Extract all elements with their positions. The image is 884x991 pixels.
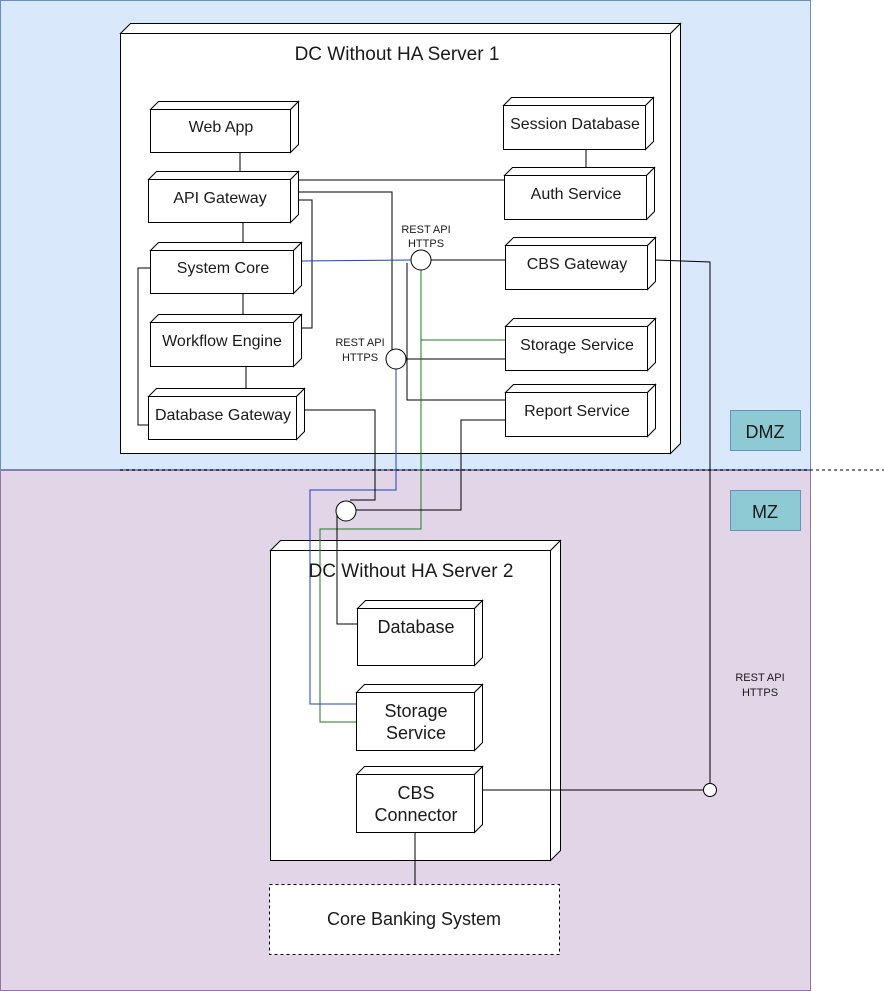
session-database-node[interactable]: Session Database (502, 96, 655, 151)
api-gateway-node[interactable]: API Gateway (147, 170, 300, 224)
core-banking-system-node[interactable]: Core Banking System (269, 884, 560, 955)
core-banking-label: Core Banking System (327, 909, 501, 929)
database-gateway-label: Database Gateway (155, 407, 291, 424)
web-app-node[interactable]: Web App (149, 100, 300, 154)
storage-service-s2-node[interactable]: Storage Service (355, 683, 484, 752)
interface-mid-line2: HTTPS (342, 352, 378, 364)
interface-top-line1: REST API (401, 224, 450, 236)
system-core-node[interactable]: System Core (149, 241, 303, 295)
cbs-gateway-label: CBS Gateway (527, 256, 627, 273)
cbs-connector-node[interactable]: CBS Connector (355, 765, 484, 834)
rest-api-interface-external[interactable]: REST API HTTPS (703, 672, 785, 797)
web-app-label: Web App (189, 119, 254, 136)
storage-service-s1-node[interactable]: Storage Service (504, 317, 657, 372)
storage-service-s2-line2: Service (386, 723, 446, 743)
database-s2-node[interactable]: Database (356, 599, 484, 667)
server2-title: DC Without HA Server 2 (309, 561, 514, 582)
mz-label: MZ (752, 502, 778, 522)
storage-service-s1-label: Storage Service (520, 337, 634, 354)
dmz-label: DMZ (746, 422, 785, 442)
connections (137, 149, 711, 884)
database-s2-label: Database (377, 617, 454, 637)
interface-lower[interactable] (335, 500, 357, 522)
interface-external-line1: REST API (735, 672, 784, 684)
workflow-engine-label: Workflow Engine (162, 333, 282, 350)
rest-api-interface-mid[interactable]: REST API HTTPS (335, 337, 407, 370)
cbs-connector-line1: CBS (397, 783, 434, 803)
cbs-gateway-node[interactable]: CBS Gateway (504, 236, 657, 291)
cbs-connector-line2: Connector (374, 805, 457, 825)
storage-service-s2-line1: Storage (384, 701, 447, 721)
mz-label-box: MZ (730, 490, 801, 531)
report-service-label: Report Service (524, 403, 630, 420)
interface-external-line2: HTTPS (742, 687, 778, 699)
rest-api-interface-top[interactable]: REST API HTTPS (401, 224, 451, 271)
api-gateway-label: API Gateway (173, 190, 266, 207)
server1-title: DC Without HA Server 1 (295, 44, 500, 65)
auth-service-label: Auth Service (531, 186, 622, 203)
database-gateway-node[interactable]: Database Gateway (147, 387, 306, 441)
interface-top-line2: HTTPS (408, 238, 444, 250)
workflow-engine-node[interactable]: Workflow Engine (149, 313, 303, 368)
report-service-node[interactable]: Report Service (504, 383, 657, 438)
auth-service-node[interactable]: Auth Service (503, 166, 656, 221)
dmz-label-box: DMZ (730, 410, 801, 451)
session-database-label: Session Database (510, 116, 640, 133)
system-core-label: System Core (177, 260, 270, 277)
interface-mid-line1: REST API (335, 337, 384, 349)
